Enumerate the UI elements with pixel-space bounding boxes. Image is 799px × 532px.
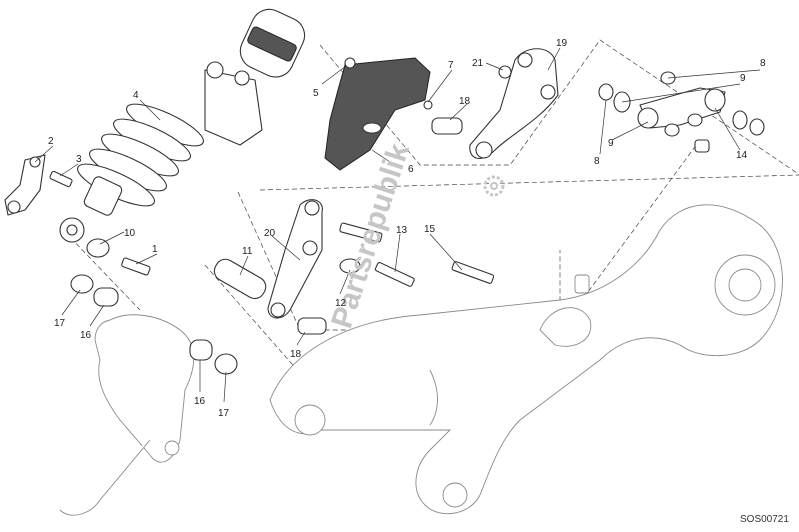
callout-label: 1 [152, 244, 158, 255]
callout-label: 8 [760, 58, 766, 69]
part-18-upper-bush [431, 117, 463, 135]
callout-label: 12 [335, 298, 347, 309]
swingarm [269, 204, 783, 515]
part-5-screw [344, 57, 356, 69]
part-6-heel-guard [324, 57, 431, 171]
part-21-nut [498, 65, 512, 79]
part-16-bush-right [189, 339, 213, 361]
part-17-seal-right [214, 353, 238, 375]
callout-label: 13 [396, 225, 408, 236]
callout-label: 10 [124, 228, 136, 239]
part-11-spacer [213, 258, 267, 300]
callout-label: 19 [556, 38, 568, 49]
callout-label: 7 [448, 60, 454, 71]
callout-label: 15 [424, 224, 436, 235]
callout-label: 14 [736, 150, 748, 161]
callout-label: 17 [54, 318, 66, 329]
callout-label: 20 [264, 228, 276, 239]
callout-label: 18 [290, 349, 302, 360]
part-13-bolt-a [339, 222, 383, 243]
part-15-bolt [451, 261, 495, 284]
part-20-lever [267, 199, 323, 319]
callout-label: 9 [608, 138, 614, 149]
frame-bracket [59, 314, 195, 516]
callout-label: 8 [594, 156, 600, 167]
part-3-bolt [49, 170, 73, 188]
callout-label: 16 [194, 396, 206, 407]
part-18-lower-bush [297, 317, 327, 335]
callout-labels: 1 2 3 4 5 6 7 8 8 9 9 10 11 12 13 14 15 … [48, 38, 766, 419]
part-19-link [469, 48, 559, 159]
part-16-bush-left [93, 287, 119, 307]
callout-label: 17 [218, 408, 230, 419]
callout-label: 9 [740, 73, 746, 84]
callout-label: 3 [76, 154, 82, 165]
part-12-nut [339, 258, 361, 274]
callout-label: 4 [133, 90, 139, 101]
leader-lines [34, 47, 761, 403]
linkage-cluster [598, 71, 765, 153]
part-7-screw [423, 100, 433, 110]
diagram-code: SOS00721 [740, 514, 789, 525]
callout-label: 16 [80, 330, 92, 341]
callout-label: 11 [242, 246, 253, 257]
part-10-spacer [86, 238, 110, 258]
callout-label: 5 [313, 88, 319, 99]
callout-label: 2 [48, 136, 54, 147]
part-1-bolt [121, 257, 151, 276]
part-2-plate [4, 154, 46, 216]
part-13-bolt-b [374, 262, 415, 287]
callout-label: 18 [459, 96, 471, 107]
shock-absorber [59, 8, 306, 243]
part-17-seal-left [70, 274, 94, 294]
callout-label: 6 [408, 164, 414, 175]
gear-icon [483, 175, 505, 197]
callout-label: 21 [472, 58, 484, 69]
